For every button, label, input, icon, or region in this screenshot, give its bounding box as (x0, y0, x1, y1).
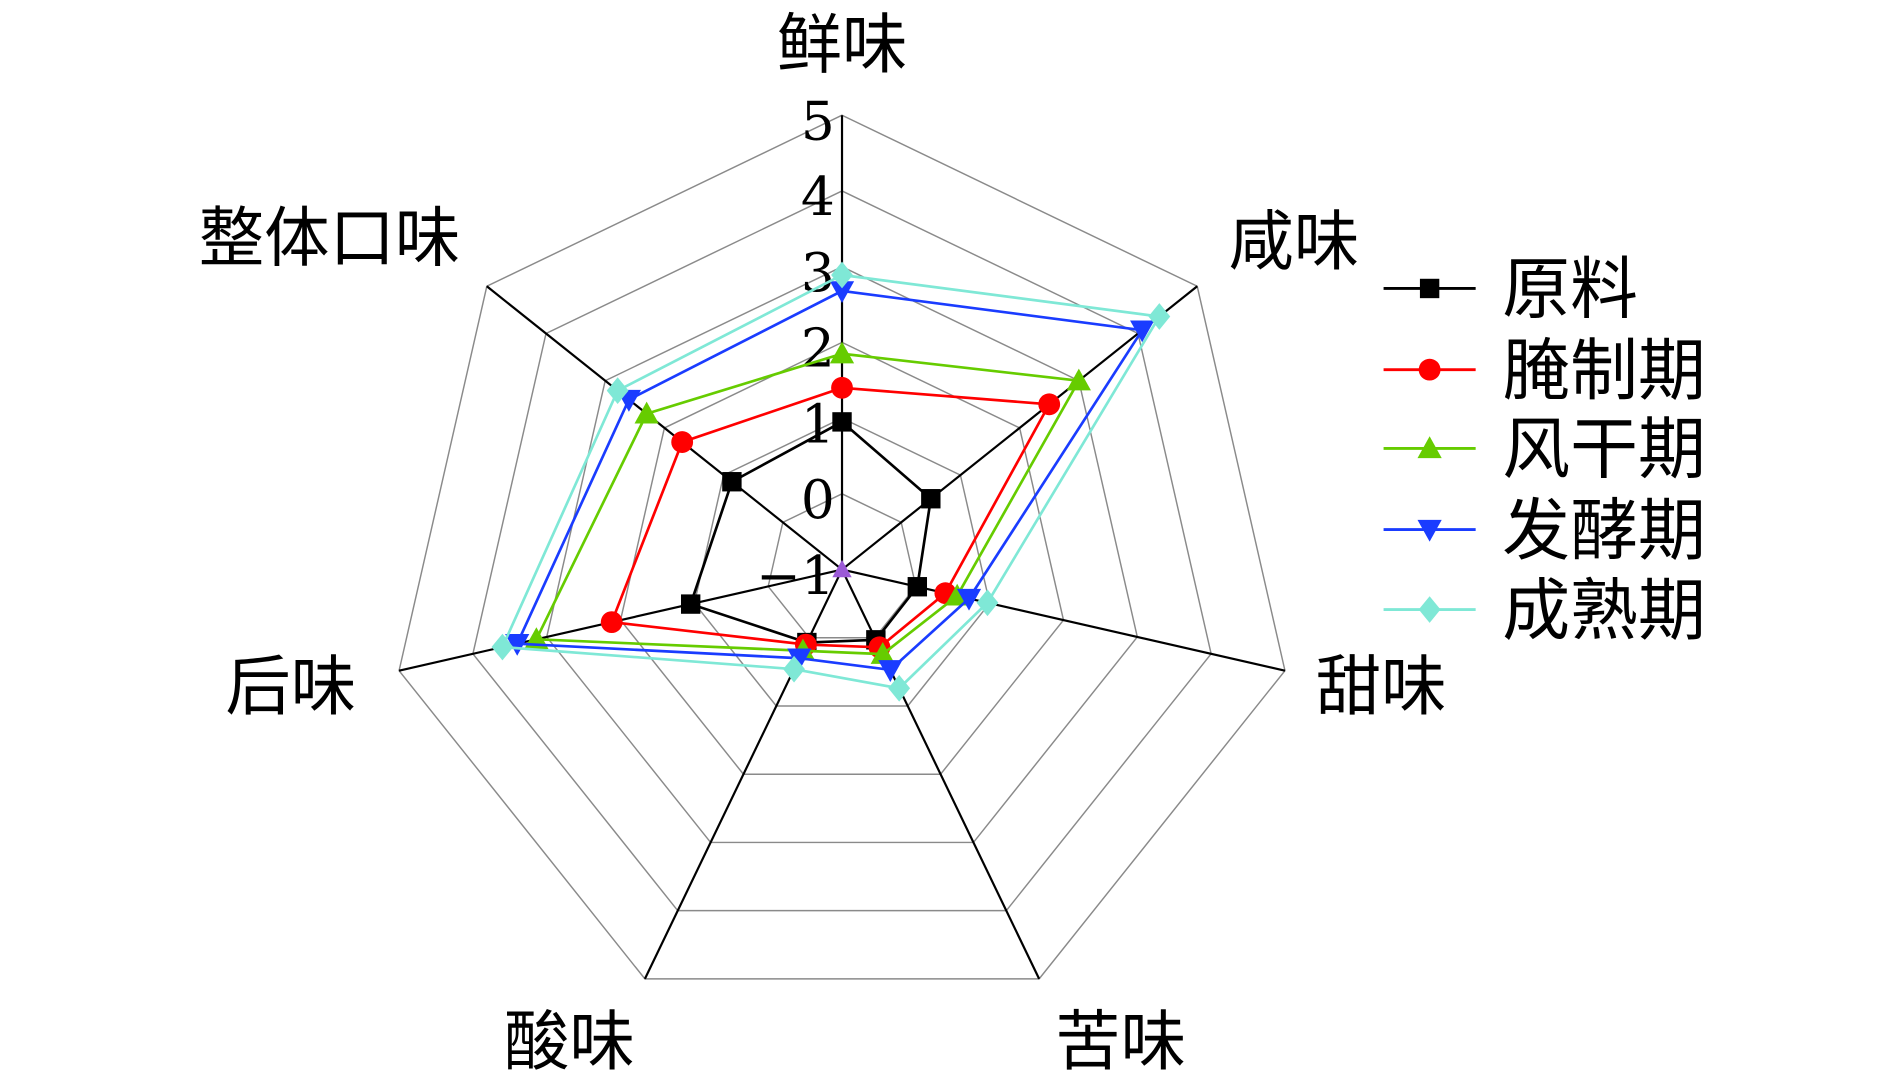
grid-ring (472, 190, 1212, 912)
marker-triangle-down (505, 633, 530, 656)
grid-ring (619, 341, 1065, 775)
legend-label: 发酵期 (1502, 491, 1706, 570)
marker-circle (671, 431, 694, 453)
legend-item: 风干期 (1383, 410, 1706, 489)
marker-diamond (888, 674, 911, 702)
series-group (491, 261, 1171, 702)
marker-triangle-down (1130, 320, 1155, 343)
marker-diamond (1418, 596, 1441, 623)
marker-triangle-up (1066, 368, 1091, 391)
marker-triangle-up (634, 401, 659, 424)
grid-ring (545, 265, 1139, 844)
marker-triangle-up (829, 341, 855, 364)
marker-circle (1418, 358, 1441, 381)
marker-circle (1038, 393, 1061, 416)
legend-item: 腌制期 (1383, 331, 1706, 410)
axis-label: 鲜味 (777, 7, 908, 83)
marker-diamond (491, 633, 514, 661)
tick-label: 0 (801, 469, 835, 531)
marker-triangle-up (832, 559, 852, 578)
legend-item: 发酵期 (1383, 491, 1706, 570)
grid-ring (693, 417, 991, 707)
legend-label: 风干期 (1502, 410, 1706, 489)
grid-ring (767, 493, 917, 639)
marker-square (680, 594, 701, 614)
tick-label: 5 (801, 90, 835, 152)
axis-label: 咸味 (1229, 204, 1360, 280)
marker-diamond (783, 655, 805, 683)
marker-square (722, 472, 742, 492)
series-line (515, 289, 1145, 672)
tick-label: −1 (756, 545, 835, 607)
tick-label: 2 (801, 318, 835, 380)
series-line (688, 420, 933, 644)
radar-spokes (398, 115, 1286, 980)
legend-label: 腌制期 (1502, 331, 1706, 410)
grid-ring (398, 114, 1286, 980)
marker-triangle-down (1417, 519, 1442, 542)
marker-square (832, 412, 852, 432)
legend-item: 成熟期 (1383, 571, 1706, 650)
legend-item: 原料 (1383, 250, 1638, 329)
tick-label: 4 (801, 166, 835, 228)
axis-spoke (486, 285, 843, 571)
axis-label: 甜味 (1316, 649, 1447, 725)
marker-triangle-down (956, 588, 982, 611)
series-line (500, 273, 1162, 690)
marker-triangle-down (787, 648, 812, 671)
axis-label: 后味 (225, 649, 356, 725)
marker-triangle-down (829, 281, 855, 304)
axis-label: 整体口味 (199, 201, 461, 277)
marker-square (921, 489, 941, 509)
marker-circle (831, 376, 853, 399)
legend-label: 原料 (1502, 250, 1638, 329)
marker-square (907, 577, 928, 597)
marker-square (1419, 278, 1440, 299)
legend-label: 成熟期 (1502, 571, 1706, 650)
marker-circle (600, 611, 623, 634)
marker-diamond (1148, 303, 1171, 330)
series-line (609, 386, 1052, 649)
series-line (534, 352, 1081, 656)
marker-triangle-down (878, 660, 903, 682)
marker-diamond (976, 589, 999, 617)
axis-label: 酸味 (504, 1004, 635, 1080)
marker-triangle-up (870, 642, 895, 664)
series-2 (524, 341, 1091, 664)
radar-grid (398, 114, 1286, 980)
marker-triangle-up (1417, 436, 1442, 459)
tick-label: 1 (801, 393, 835, 455)
axis-label: 苦味 (1055, 1004, 1186, 1080)
